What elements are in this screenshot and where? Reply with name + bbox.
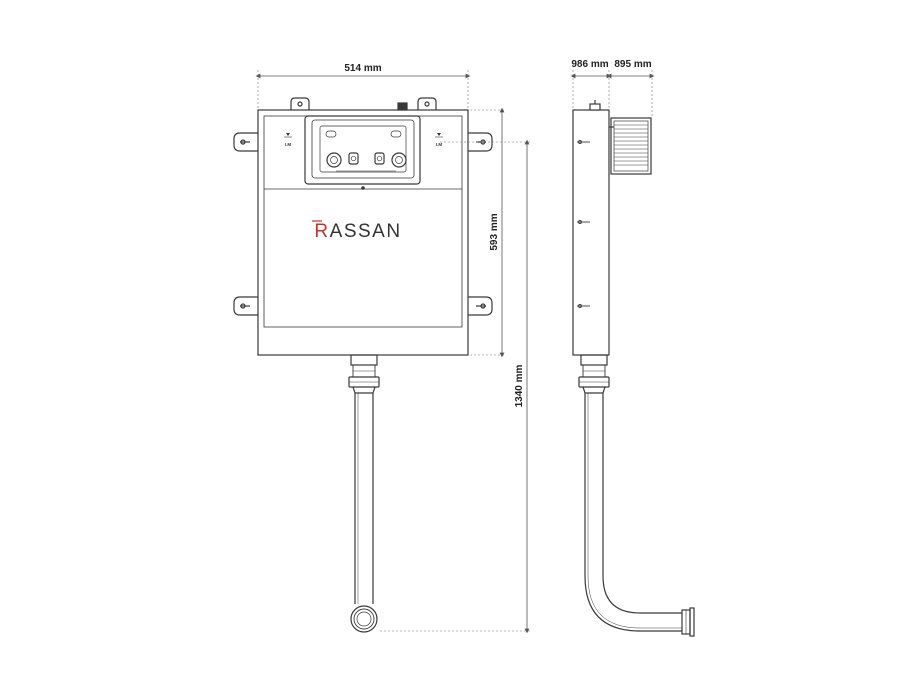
side-view: 986 mm 895 mm	[570, 59, 695, 637]
tank-height-label: 593 mm	[489, 213, 500, 250]
flush-valve-right-icon	[374, 152, 385, 165]
width-label: 514 mm	[344, 63, 381, 74]
width-dimension: 514 mm	[255, 63, 471, 110]
depth-b-label: 895 mm	[614, 59, 651, 70]
brand-logo: RASSAN	[312, 220, 401, 242]
depth-dimensions: 986 mm 895 mm	[570, 59, 655, 118]
brand-logo-rest: ASSAN	[330, 221, 402, 242]
right-lower-bracket	[468, 296, 493, 316]
front-view: 514 mm	[233, 63, 530, 634]
total-height-dimension: 1340 mm	[380, 139, 530, 634]
front-pipe-outlet	[350, 605, 378, 633]
left-lower-bracket	[233, 296, 258, 316]
front-flush-pipe	[348, 354, 380, 633]
side-pipe-outlet	[681, 607, 695, 637]
top-left-hook-hole	[297, 101, 303, 107]
fill-valve-icon	[326, 152, 342, 168]
top-right-hook-hole	[424, 101, 430, 107]
side-flush-pipe	[578, 354, 695, 637]
side-tank-body	[572, 109, 610, 356]
top-left-hook	[290, 97, 310, 110]
left-level-label: I.M	[285, 142, 292, 147]
top-right-hook	[417, 97, 437, 110]
flush-valve-left-icon	[348, 152, 359, 165]
brand-logo-first-letter: R	[314, 221, 329, 242]
left-upper-bracket	[233, 132, 258, 152]
tank-height-dimension: 593 mm	[470, 107, 505, 358]
svg-text:RASSAN: RASSAN	[314, 221, 401, 242]
top-valve-cap	[397, 102, 408, 111]
right-level-label: I.M	[436, 142, 443, 147]
side-mount-marks	[577, 140, 590, 308]
right-level-marker: I.M	[435, 133, 443, 147]
total-height-label: 1340 mm	[514, 364, 525, 407]
depth-a-label: 986 mm	[571, 59, 608, 70]
side-inspection-frame	[610, 117, 652, 175]
stop-valve-icon	[391, 152, 407, 168]
inspection-opening	[304, 115, 421, 185]
left-level-marker: I.M	[284, 133, 292, 147]
